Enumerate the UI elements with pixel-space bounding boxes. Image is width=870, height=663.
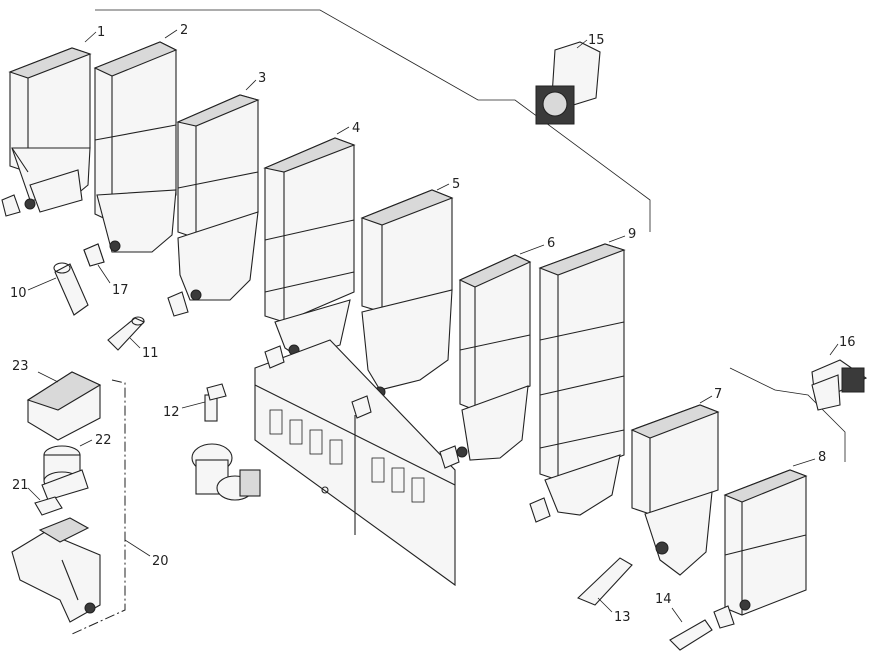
callout-6: 6 [519,236,555,255]
svg-text:22: 22 [95,433,112,448]
svg-text:9: 9 [628,227,636,242]
svg-text:2: 2 [180,23,188,38]
svg-text:21: 21 [12,478,29,493]
part-17-flange [83,243,105,267]
part-16-motor [811,359,868,411]
callout-14: 14 [655,592,683,623]
svg-text:12: 12 [163,405,180,420]
part-10-tube [53,262,89,316]
hopper-4 [263,137,356,359]
svg-text:1: 1 [97,25,105,40]
callout-13: 13 [597,597,631,625]
hopper-3 [167,94,260,317]
callout-15: 15 [576,33,605,49]
callout-23: 23 [12,359,59,383]
hopper-8 [713,469,808,629]
svg-text:16: 16 [839,335,856,350]
svg-text:11: 11 [142,346,159,361]
part-20-assembly [11,517,101,623]
part-23-cover [26,371,102,441]
callout-2: 2 [164,23,188,39]
callout-5: 5 [436,177,460,192]
svg-text:3: 3 [258,71,266,86]
callout-12: 12 [163,401,206,420]
part-11-chute [107,316,145,351]
hopper-5 [360,189,454,398]
callout-16: 16 [829,335,856,356]
group-bracket-top [95,9,651,232]
group-bracket-left [71,379,126,635]
hopper-7 [630,404,720,576]
callout-10: 10 [10,277,57,301]
callout-11: 11 [129,337,159,361]
part-12 [204,383,227,422]
svg-text:20: 20 [152,554,169,569]
part-15-gearmotor [535,41,601,125]
svg-text:13: 13 [614,610,631,625]
svg-text:6: 6 [547,236,555,251]
callout-17: 17 [97,264,129,298]
part-14 [669,619,713,651]
svg-text:23: 23 [12,359,29,374]
callout-21: 21 [12,478,41,501]
hopper-1 [1,47,92,217]
base-panel [254,339,460,587]
svg-text:10: 10 [10,286,27,301]
callout-4: 4 [336,121,360,136]
svg-text:15: 15 [588,33,605,48]
hopper-2 [83,41,178,267]
svg-text:17: 17 [112,283,129,298]
callout-3: 3 [245,71,266,91]
group-bracket-right [729,367,846,462]
svg-text:5: 5 [452,177,460,192]
hopper-6 [456,254,532,461]
svg-text:14: 14 [655,592,672,607]
callout-1: 1 [84,25,105,43]
callout-20: 20 [124,539,169,569]
part-22 [41,445,89,501]
svg-text:7: 7 [714,387,722,402]
hopper-9 [529,243,626,523]
svg-text:8: 8 [818,450,826,465]
motor-assembly [191,443,261,501]
callout-8: 8 [792,450,826,467]
callout-9: 9 [608,227,636,243]
callout-7: 7 [699,387,722,404]
part-13 [577,557,633,606]
part-21 [34,496,63,516]
callout-22: 22 [79,433,112,448]
svg-text:4: 4 [352,121,360,136]
